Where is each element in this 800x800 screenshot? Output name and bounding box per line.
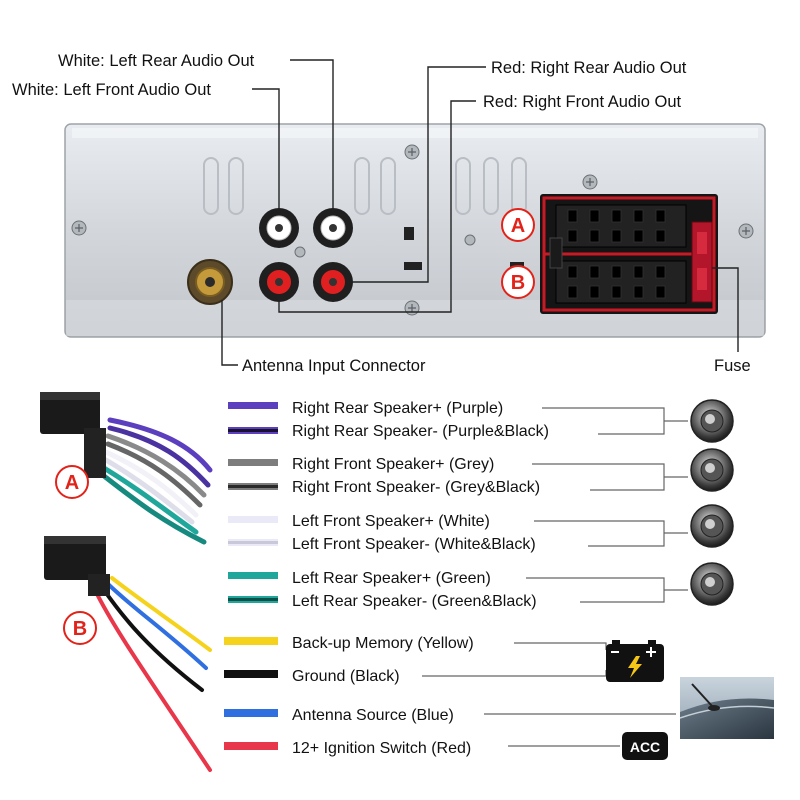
swatch-backup-memory xyxy=(224,637,278,645)
speaker-icon-right-front xyxy=(690,448,734,492)
svg-text:B: B xyxy=(73,618,87,640)
speaker-icon-right-rear xyxy=(690,399,734,443)
label-fuse: Fuse xyxy=(714,357,751,375)
swatch-left-rear-minus xyxy=(228,596,278,603)
acc-icon: ACC xyxy=(622,732,668,760)
label-right-rear-audio: Red: Right Rear Audio Out xyxy=(491,59,687,77)
label-right-rear-minus: Right Rear Speaker- (Purple&Black) xyxy=(292,423,549,440)
wire-legend-a: Right Rear Speaker+ (Purple) Right Rear … xyxy=(228,399,734,610)
antenna-input-connector xyxy=(187,259,233,305)
swatch-right-front-plus xyxy=(228,459,278,466)
label-left-front-minus: Left Front Speaker- (White&Black) xyxy=(292,536,536,553)
badge-b-chassis: B xyxy=(501,265,535,299)
rca-jacks xyxy=(259,208,353,302)
label-right-front-audio: Red: Right Front Audio Out xyxy=(483,93,682,111)
swatch-right-rear-minus xyxy=(228,427,278,434)
label-left-rear-minus: Left Rear Speaker- (Green&Black) xyxy=(292,593,537,610)
label-left-front-audio: White: Left Front Audio Out xyxy=(12,81,211,99)
battery-icon xyxy=(606,640,664,682)
swatch-ground xyxy=(224,670,278,678)
fuse xyxy=(691,221,713,303)
svg-text:A: A xyxy=(65,472,79,494)
label-left-rear-audio: White: Left Rear Audio Out xyxy=(58,52,255,70)
label-right-rear-plus: Right Rear Speaker+ (Purple) xyxy=(292,400,503,417)
connector-b-harness xyxy=(44,536,212,772)
label-antenna-source: Antenna Source (Blue) xyxy=(292,707,454,724)
rca-left-front-jack xyxy=(259,208,299,248)
label-left-front-plus: Left Front Speaker+ (White) xyxy=(292,513,490,530)
label-antenna-input-connector: Antenna Input Connector xyxy=(242,357,426,375)
swatch-left-front-minus xyxy=(228,539,278,546)
connector-a-harness xyxy=(40,392,213,545)
swatch-left-front-plus xyxy=(228,516,278,523)
audio-leader-lines xyxy=(221,59,739,366)
rca-right-front-jack xyxy=(259,262,299,302)
swatch-ignition xyxy=(224,742,278,750)
iso-socket xyxy=(540,194,718,314)
speaker-icon-left-rear xyxy=(690,562,734,606)
svg-text:ACC: ACC xyxy=(630,739,660,755)
speaker-icon-left-front xyxy=(690,504,734,548)
label-backup-memory: Back-up Memory (Yellow) xyxy=(292,635,474,652)
car-antenna-photo xyxy=(679,677,775,739)
rca-left-rear-jack xyxy=(313,208,353,248)
svg-text:A: A xyxy=(511,215,525,237)
label-ignition-switch: 12+ Ignition Switch (Red) xyxy=(292,740,471,757)
badge-a-chassis: A xyxy=(501,208,535,242)
badge-b-harness: B xyxy=(63,611,97,645)
badge-a-harness: A xyxy=(55,465,89,499)
label-ground: Ground (Black) xyxy=(292,668,400,685)
label-left-rear-plus: Left Rear Speaker+ (Green) xyxy=(292,570,491,587)
label-right-front-minus: Right Front Speaker- (Grey&Black) xyxy=(292,479,540,496)
swatch-left-rear-plus xyxy=(228,572,278,579)
swatch-right-rear-plus xyxy=(228,402,278,409)
svg-text:B: B xyxy=(511,272,525,294)
rca-right-rear-jack xyxy=(313,262,353,302)
swatch-antenna-source xyxy=(224,709,278,717)
swatch-right-front-minus xyxy=(228,483,278,490)
label-right-front-plus: Right Front Speaker+ (Grey) xyxy=(292,456,494,473)
wire-legend-b: Back-up Memory (Yellow) Ground (Black) A… xyxy=(224,635,775,760)
